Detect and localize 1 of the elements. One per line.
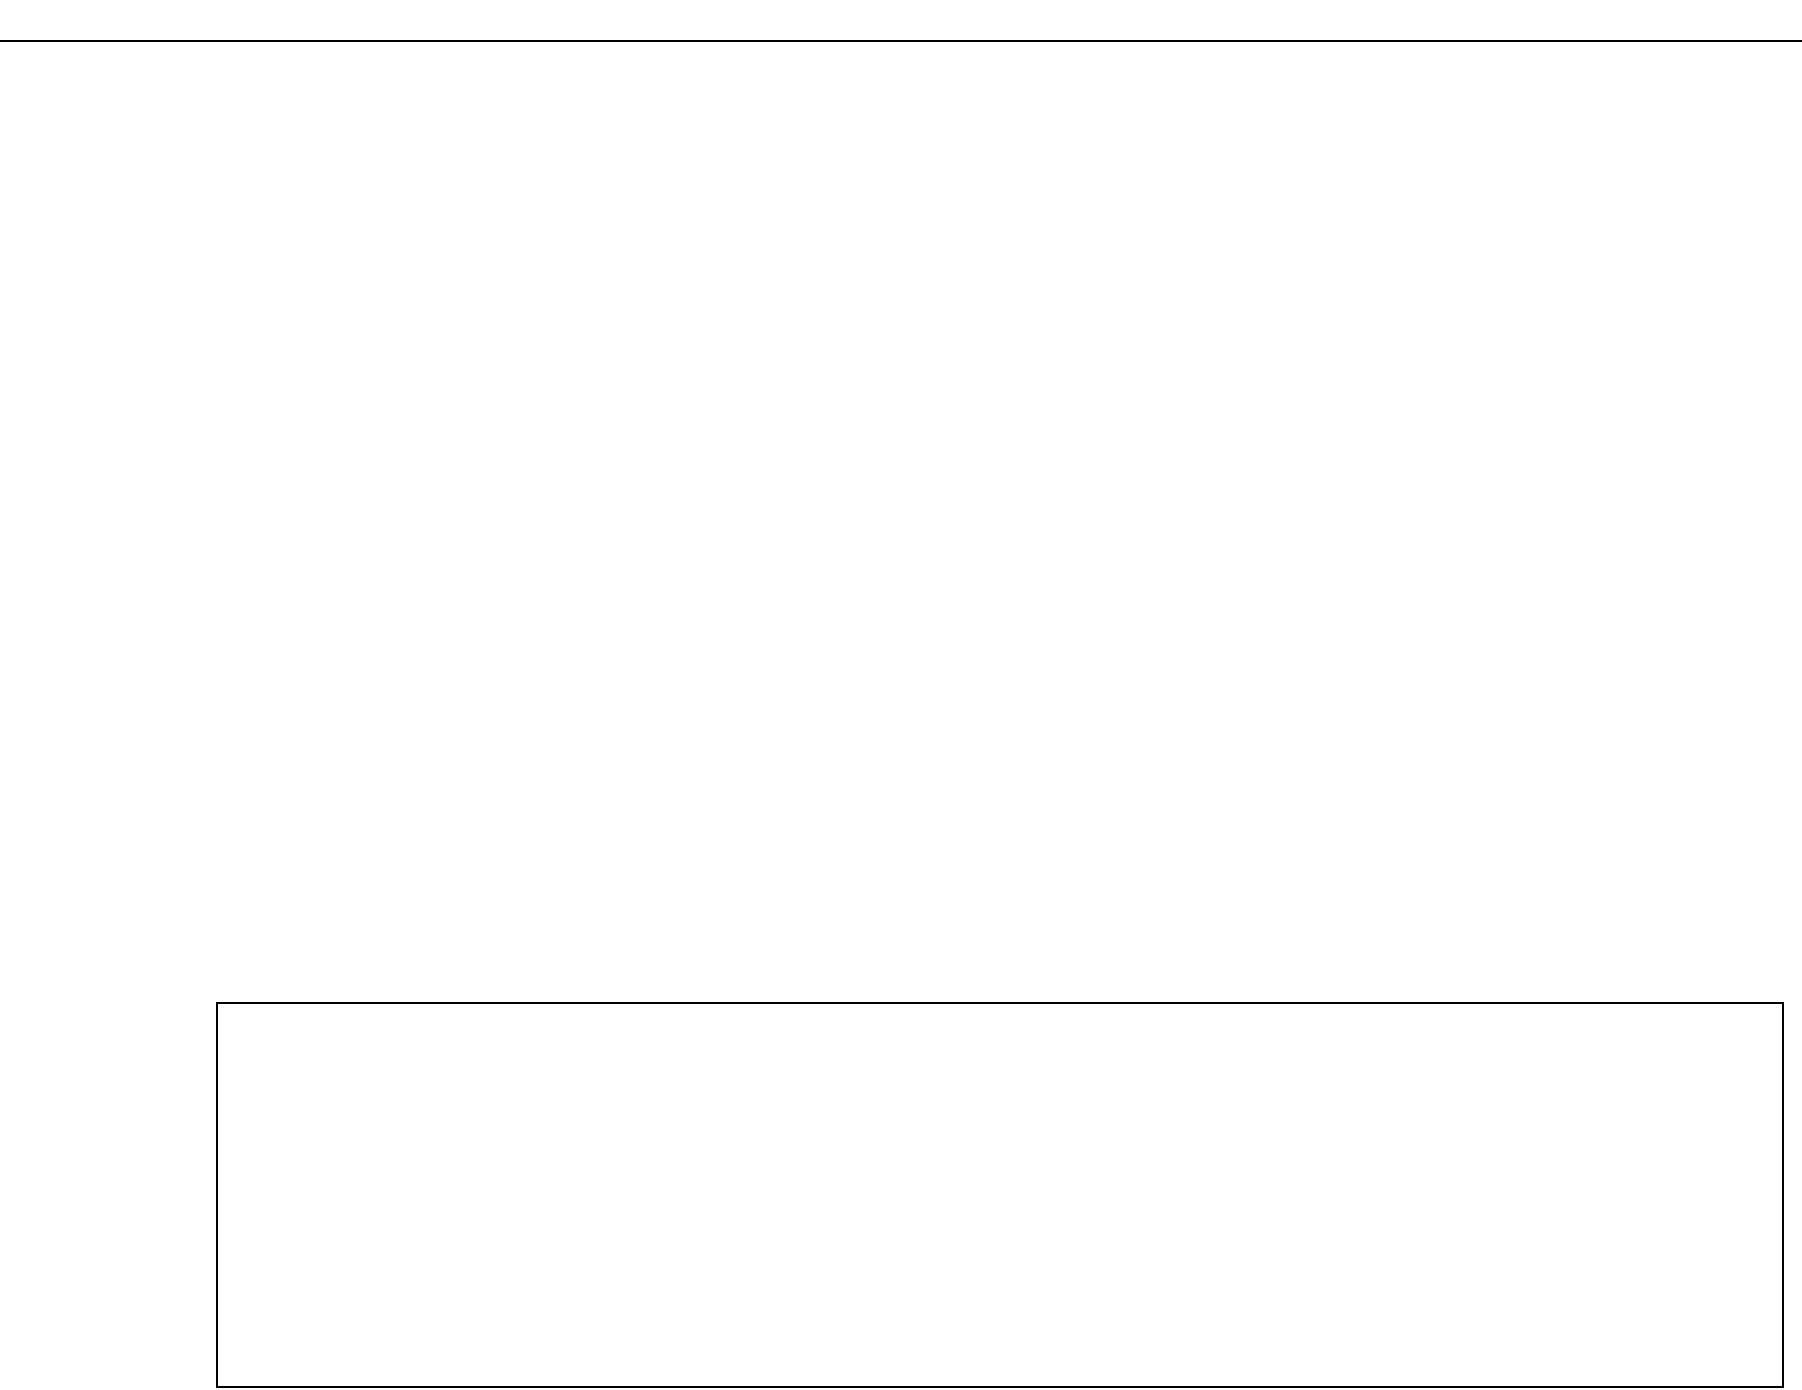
empty-box (216, 1002, 1784, 1388)
